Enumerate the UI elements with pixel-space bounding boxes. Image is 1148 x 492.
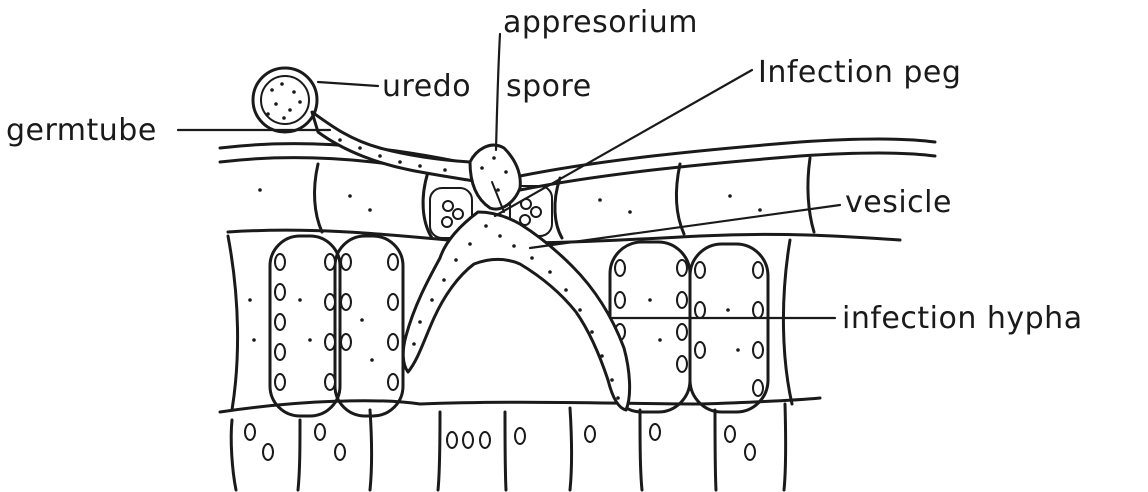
label-germtube: germtube: [6, 113, 157, 148]
label-vesicle: vesicle: [845, 185, 952, 220]
label-infection-hypha: infection hypha: [842, 301, 1083, 336]
label-infection-peg: Infection peg: [758, 55, 961, 90]
label-spore: spore: [506, 69, 592, 104]
epidermis-layer: [220, 139, 935, 243]
leader-vesicle: [530, 205, 840, 248]
urediospore: [253, 68, 317, 132]
mesophyll-layer: [220, 236, 820, 490]
leader-appresorium: [496, 34, 500, 150]
appressorium: [470, 145, 520, 209]
label-appresorium: appresorium: [503, 5, 698, 40]
germ-tube: [312, 112, 492, 184]
leader-uredo-spore: [318, 82, 378, 86]
label-uredo: uredo: [382, 69, 471, 104]
